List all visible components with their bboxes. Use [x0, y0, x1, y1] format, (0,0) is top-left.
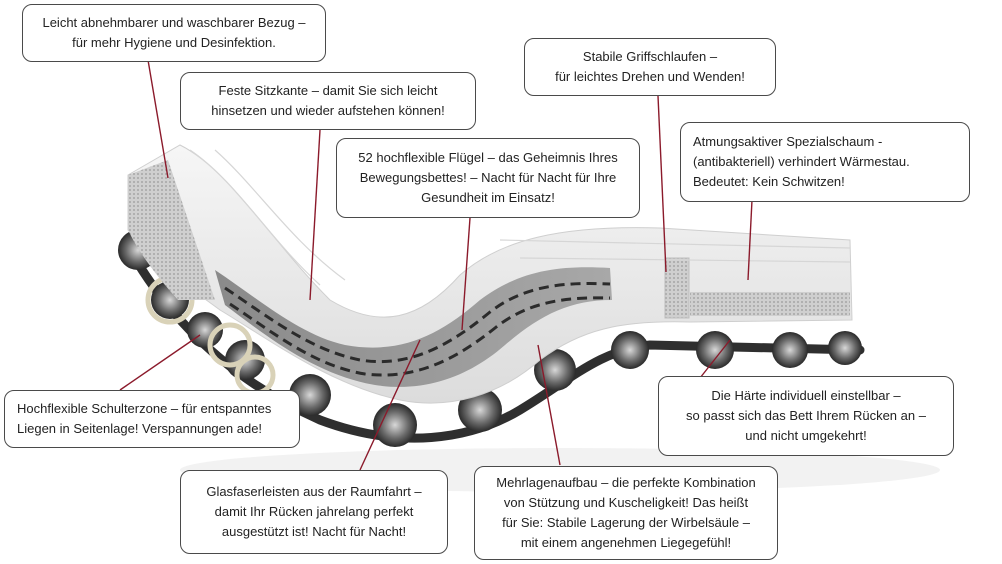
callout-handles-line-2: für leichtes Drehen und Wenden!: [555, 69, 745, 84]
callout-hardness-line-3: und nicht umgekehrt!: [745, 428, 867, 443]
callout-handles: Stabile Griffschlaufen – für leichtes Dr…: [524, 38, 776, 96]
connector-lines: [119, 59, 753, 471]
handle-strap: [664, 257, 690, 319]
callout-wings-line-2: Bewegungsbettes! – Nacht für Nacht für I…: [359, 170, 617, 185]
callout-foam: Atmungsaktiver Spezialschaum - (antibakt…: [680, 122, 970, 202]
callout-seat-edge-line-1: Feste Sitzkante – damit Sie sich leicht: [218, 83, 438, 98]
callout-layers-line-1: Mehrlagenaufbau – die perfekte Kombinati…: [496, 475, 756, 490]
mesh-side-head: [128, 160, 215, 300]
callout-wings-line-1: 52 hochflexible Flügel – das Geheimnis I…: [358, 150, 618, 165]
callout-hardness-line-2: so passt sich das Bett Ihrem Rücken an –: [686, 408, 926, 423]
callout-layers-line-2: von Stützung und Kuscheligkeit! Das heiß…: [503, 495, 749, 510]
callout-layers: Mehrlagenaufbau – die perfekte Kombinati…: [474, 466, 778, 560]
callout-shoulder: Hochflexible Schulterzone – für entspann…: [4, 390, 300, 448]
callout-hardness-line-1: Die Härte individuell einstellbar –: [711, 388, 901, 403]
core-dash-line-2: [229, 296, 611, 377]
callout-shoulder-line-1: Hochflexible Schulterzone – für entspann…: [17, 401, 272, 416]
mesh-side-foot: [690, 292, 850, 316]
callout-layers-line-4: mit einem angenehmen Liegegefühl!: [520, 535, 732, 550]
callout-shoulder-line-2: Liegen in Seitenlage! Verspannungen ade!: [17, 421, 263, 436]
callout-foam-line-2: (antibakteriell) verhindert Wärmestau.: [693, 154, 910, 169]
callout-wings: 52 hochflexible Flügel – das Geheimnis I…: [336, 138, 640, 218]
callout-seat-edge: Feste Sitzkante – damit Sie sich leicht …: [180, 72, 476, 130]
callout-cover-line-2: für mehr Hygiene und Desinfektion.: [72, 35, 276, 50]
core-dash-line: [224, 282, 611, 364]
callout-seat-edge-line-2: hinsetzen und wieder aufstehen können!: [211, 103, 445, 118]
callout-fiberglass: Glasfaserleisten aus der Raumfahrt – dam…: [180, 470, 448, 554]
callout-fiberglass-line-1: Glasfaserleisten aus der Raumfahrt –: [206, 484, 422, 499]
callout-fiberglass-line-3: ausgestützt ist! Nacht für Nacht!: [221, 524, 407, 539]
callout-hardness: Die Härte individuell einstellbar – so p…: [658, 376, 954, 456]
callout-fiberglass-line-2: damit Ihr Rücken jahrelang perfekt: [214, 504, 414, 519]
callout-cover: Leicht abnehmbarer und waschbarer Bezug …: [22, 4, 326, 62]
quilting-lines: [189, 149, 851, 286]
callout-foam-line-3: Bedeutet: Kein Schwitzen!: [693, 174, 845, 189]
callout-handles-line-1: Stabile Griffschlaufen –: [582, 49, 718, 64]
callout-cover-line-1: Leicht abnehmbarer und waschbarer Bezug …: [42, 15, 306, 30]
callout-foam-line-1: Atmungsaktiver Spezialschaum -: [693, 134, 883, 149]
callout-layers-line-3: für Sie: Stabile Lagerung der Wirbelsäul…: [502, 515, 750, 530]
callout-wings-line-3: Gesundheit im Einsatz!: [421, 190, 555, 205]
